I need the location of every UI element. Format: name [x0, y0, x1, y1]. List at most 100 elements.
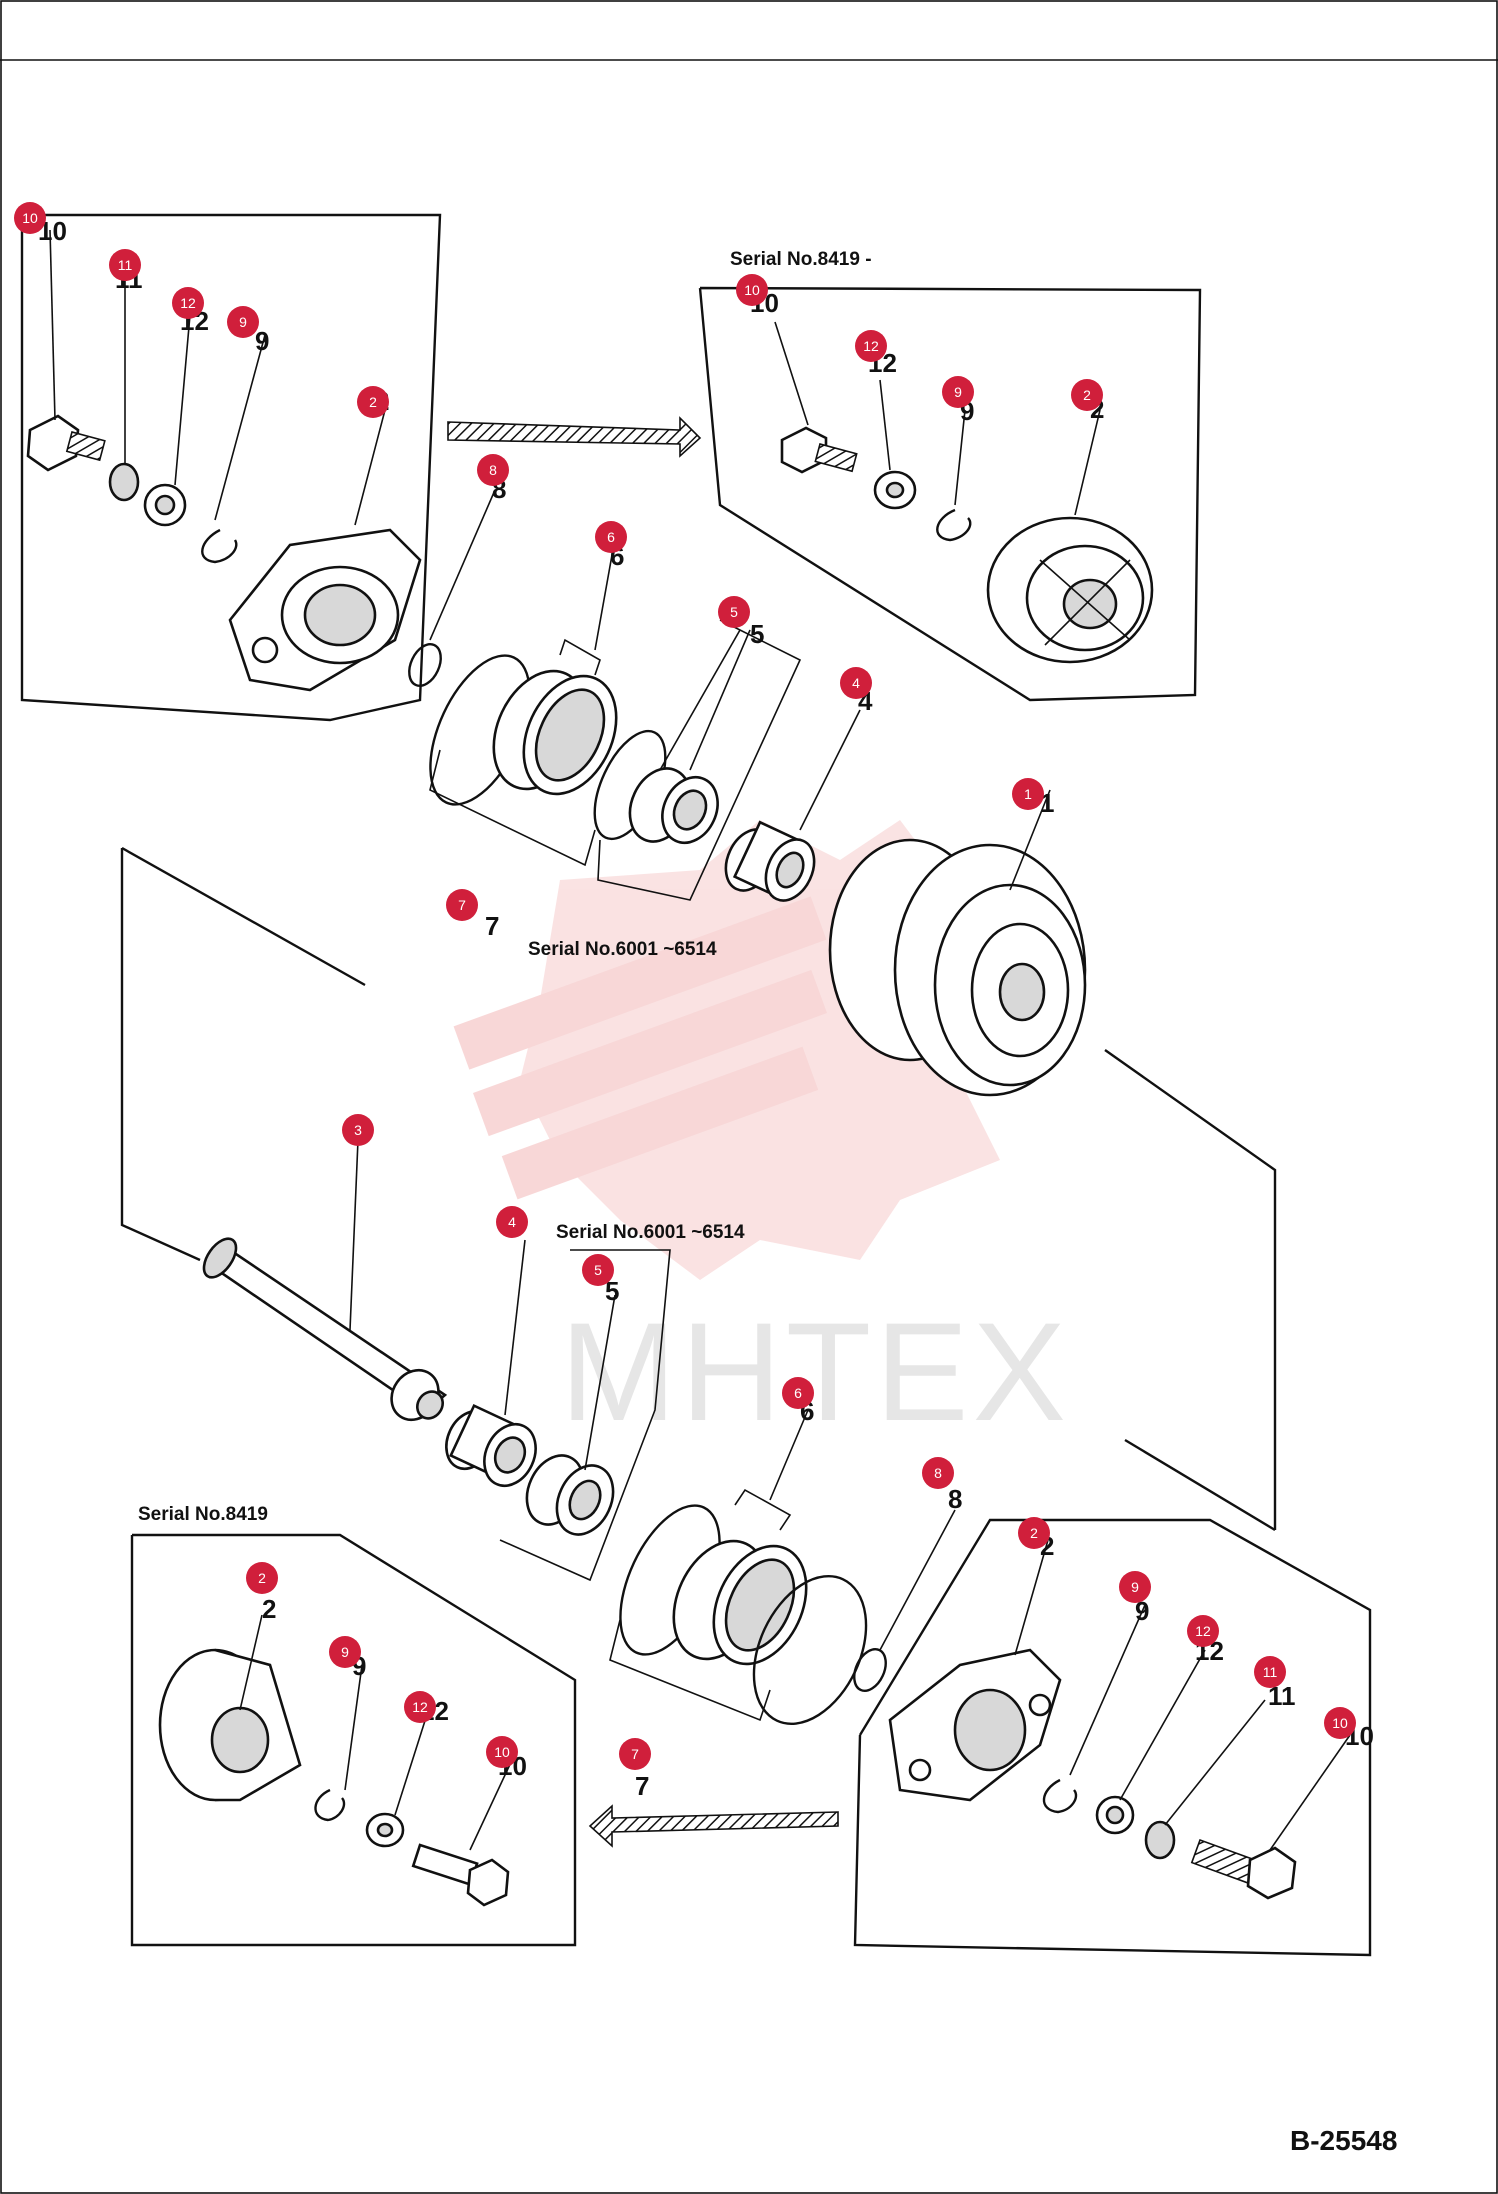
serial-label-top-right: Serial No.8419 - [730, 249, 872, 270]
callout-circle [595, 521, 627, 553]
callout-bubble-c6b[interactable]: 6 [782, 1377, 814, 1409]
callout-circle [1119, 1571, 1151, 1603]
printed-num-5a: 5 [750, 619, 764, 649]
callout-bubble-c4b[interactable]: 4 [496, 1206, 528, 1238]
callout-circle [1018, 1517, 1050, 1549]
washer-part-12 [143, 483, 187, 527]
callout-label: 2 [258, 1570, 266, 1586]
callout-label: 9 [1131, 1579, 1139, 1595]
o-ring-part-8 [408, 643, 442, 687]
callout-bubble-c7b[interactable]: 7 [619, 1738, 651, 1770]
floating-seal-part-6b [672, 1539, 808, 1666]
serial-label-bottom-left: Serial No.8419 [138, 1504, 268, 1525]
callout-circle [1071, 379, 1103, 411]
bolt-part-10c [1190, 1838, 1297, 1900]
callout-label: 6 [607, 529, 615, 545]
callout-bubble-c11a[interactable]: 11 [109, 249, 141, 281]
callout-bubble-c2d[interactable]: 2 [246, 1562, 278, 1594]
top-left-bracket-box [20, 213, 442, 722]
lock-washer-part-11c [1144, 1820, 1176, 1860]
callout-circle [342, 1114, 374, 1146]
callout-circle [172, 287, 204, 319]
callout-label: 4 [508, 1214, 516, 1230]
callout-circle [840, 667, 872, 699]
callout-bubble-c9a[interactable]: 9 [227, 306, 259, 338]
washer-part-12b [873, 470, 917, 510]
callout-bubble-c10d[interactable]: 10 [486, 1736, 518, 1768]
callout-label: 6 [794, 1385, 802, 1401]
track-roller-part-1 [828, 789, 1087, 1097]
callout-circle [246, 1562, 278, 1594]
bearing-housing-part-2b [986, 516, 1154, 664]
snap-ring-part-9b [936, 508, 972, 542]
callout-circle [496, 1206, 528, 1238]
callout-label: 7 [458, 897, 466, 913]
bracket-part-2 [228, 528, 422, 692]
callout-circle [477, 454, 509, 486]
callout-label: 2 [1030, 1525, 1038, 1541]
upper-seal-group [408, 489, 861, 902]
callout-bubble-c5b[interactable]: 5 [582, 1254, 614, 1286]
callout-bubble-c11c[interactable]: 11 [1254, 1656, 1286, 1688]
bottom-right-bracket-box [853, 1518, 1372, 1957]
callout-circle [736, 274, 768, 306]
callout-circle [718, 596, 750, 628]
bolt-part-10d [411, 1843, 510, 1907]
callout-bubble-c12b[interactable]: 12 [855, 330, 887, 362]
printed-num-5b: 5 [605, 1276, 619, 1306]
callout-bubble-c8b[interactable]: 8 [922, 1457, 954, 1489]
callout-label: 12 [863, 338, 879, 354]
snap-ring-part-9c [1042, 1778, 1078, 1814]
callout-bubble-c9b[interactable]: 9 [942, 376, 974, 408]
callout-bubble-c2c[interactable]: 2 [1018, 1517, 1050, 1549]
watermark-text: MHTEX [560, 1293, 1070, 1450]
callout-bubble-c3[interactable]: 3 [342, 1114, 374, 1146]
callout-circle [446, 889, 478, 921]
callout-label: 12 [412, 1699, 428, 1715]
callout-bubble-c5a[interactable]: 5 [718, 596, 750, 628]
callout-bubble-c8a[interactable]: 8 [477, 454, 509, 486]
callout-label: 1 [1024, 786, 1032, 802]
callout-circle [1187, 1615, 1219, 1647]
callout-bubble-c6a[interactable]: 6 [595, 521, 627, 553]
callout-label: 9 [954, 384, 962, 400]
callout-bubble-c9d[interactable]: 9 [329, 1636, 361, 1668]
callout-circle [1254, 1656, 1286, 1688]
callout-circle [486, 1736, 518, 1768]
callout-label: 10 [22, 210, 38, 226]
callout-label: 11 [118, 257, 133, 273]
callout-bubble-c10a[interactable]: 10 [14, 202, 46, 234]
callout-label: 4 [852, 675, 860, 691]
serial-label-middle-left: Serial No.6001 ~6514 [528, 939, 717, 960]
callout-bubble-c12d[interactable]: 12 [404, 1691, 436, 1723]
callout-circle [782, 1377, 814, 1409]
callout-label: 12 [1195, 1623, 1211, 1639]
shaft-part-3 [202, 1139, 448, 1422]
lower-seal-group [445, 1239, 956, 1725]
callout-bubble-c7a[interactable]: 7 [446, 889, 478, 921]
callout-circle [582, 1254, 614, 1286]
callout-label: 9 [239, 314, 247, 330]
washer-part-12d [365, 1812, 405, 1848]
callout-bubble-c12c[interactable]: 12 [1187, 1615, 1219, 1647]
callout-bubble-c12a[interactable]: 12 [172, 287, 204, 319]
callout-label: 5 [594, 1262, 602, 1278]
callout-bubble-c1[interactable]: 1 [1012, 778, 1044, 810]
arrow-to-serial-8419-bottom-box [588, 1804, 839, 1848]
callout-bubble-c9c[interactable]: 9 [1119, 1571, 1151, 1603]
snap-ring-part-9d [314, 1788, 346, 1822]
callout-bubble-c10c[interactable]: 10 [1324, 1707, 1356, 1739]
callout-bubble-c2a[interactable]: 2 [357, 386, 389, 418]
washer-part-12c [1095, 1795, 1135, 1835]
callout-bubble-c4a[interactable]: 4 [840, 667, 872, 699]
bolt-part-10b [780, 426, 858, 474]
callout-bubble-c10b[interactable]: 10 [736, 274, 768, 306]
callout-circle [855, 330, 887, 362]
callout-bubble-c2b[interactable]: 2 [1071, 379, 1103, 411]
callout-circle [942, 376, 974, 408]
callout-circle [619, 1738, 651, 1770]
callout-label: 11 [1263, 1664, 1278, 1680]
bottom-left-bracket-box [130, 1533, 577, 1947]
